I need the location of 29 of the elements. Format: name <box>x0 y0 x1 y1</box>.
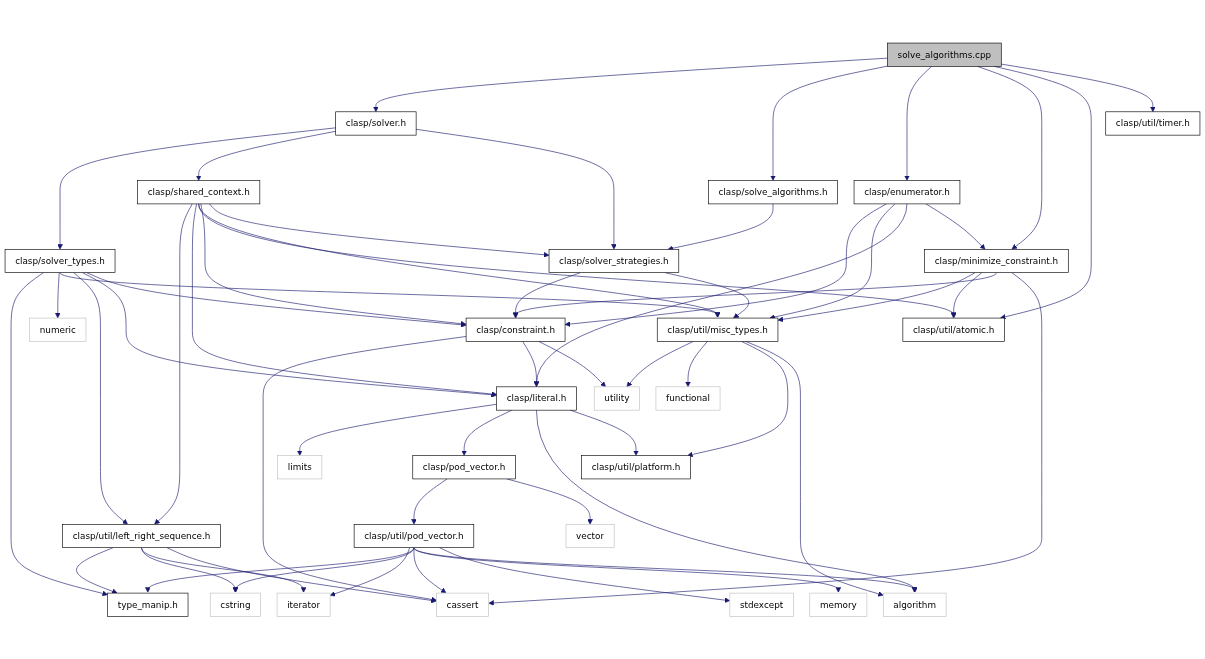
node-box: clasp/constraint.h <box>465 317 566 342</box>
node-box: limits <box>277 455 323 479</box>
node-box: utility <box>593 386 640 411</box>
node-box: solve_algorithms.cpp <box>887 42 1002 67</box>
node-box: clasp/util/atomic.h <box>902 317 1005 342</box>
node-box: clasp/minimize_constraint.h <box>924 248 1069 273</box>
node-box: clasp/enumerator.h <box>853 180 961 204</box>
node-box: clasp/solver_strategies.h <box>548 248 680 273</box>
node-box: clasp/util/pod_vector.h <box>353 523 475 548</box>
node-box: stdexcept <box>729 592 794 617</box>
node-box: clasp/solver.h <box>335 111 417 136</box>
node-box: type_manip.h <box>107 592 189 617</box>
node-box: clasp/solve_algorithms.h <box>708 180 838 204</box>
node-box: numeric <box>29 317 87 342</box>
node-box: cassert <box>436 592 489 617</box>
node-box: clasp/util/timer.h <box>1105 111 1201 136</box>
node-box: clasp/pod_vector.h <box>412 455 516 479</box>
node-box: clasp/util/left_right_sequence.h <box>62 523 221 548</box>
node-box: clasp/util/platform.h <box>581 455 691 479</box>
node-box: vector <box>565 523 615 548</box>
node-box: cstring <box>209 592 261 617</box>
node-box: clasp/literal.h <box>496 386 577 411</box>
node-box: algorithm <box>882 592 947 617</box>
node-box: iterator <box>276 592 331 617</box>
node-box: memory <box>809 592 868 617</box>
node-box: functional <box>655 386 721 411</box>
node-box: clasp/util/misc_types.h <box>656 317 779 342</box>
node-box: clasp/solver_types.h <box>4 248 116 273</box>
node-box: clasp/shared_context.h <box>137 180 261 204</box>
